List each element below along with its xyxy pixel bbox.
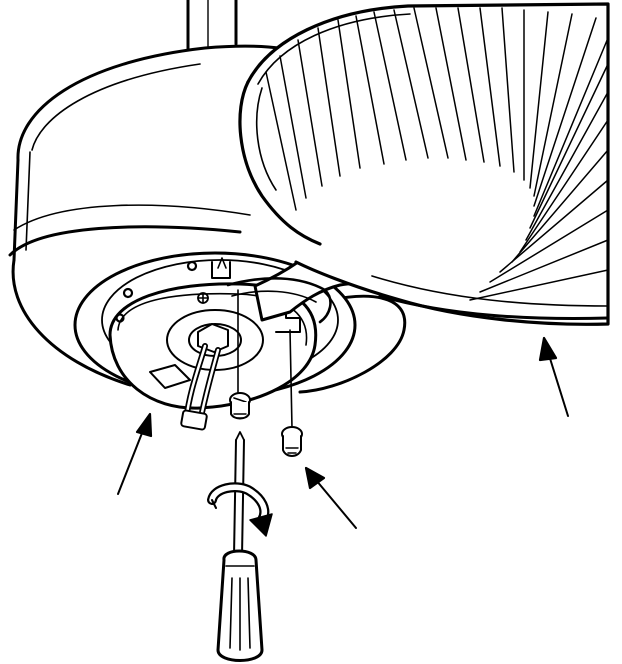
leader-arrow xyxy=(304,466,357,529)
screwdriver xyxy=(216,431,264,662)
screw xyxy=(229,289,251,420)
fan-blade xyxy=(238,2,610,326)
downrod xyxy=(186,0,238,52)
leader-arrow xyxy=(117,412,153,495)
rotation-arrow xyxy=(207,482,273,537)
screw xyxy=(281,329,303,457)
leader-arrow xyxy=(538,336,569,417)
